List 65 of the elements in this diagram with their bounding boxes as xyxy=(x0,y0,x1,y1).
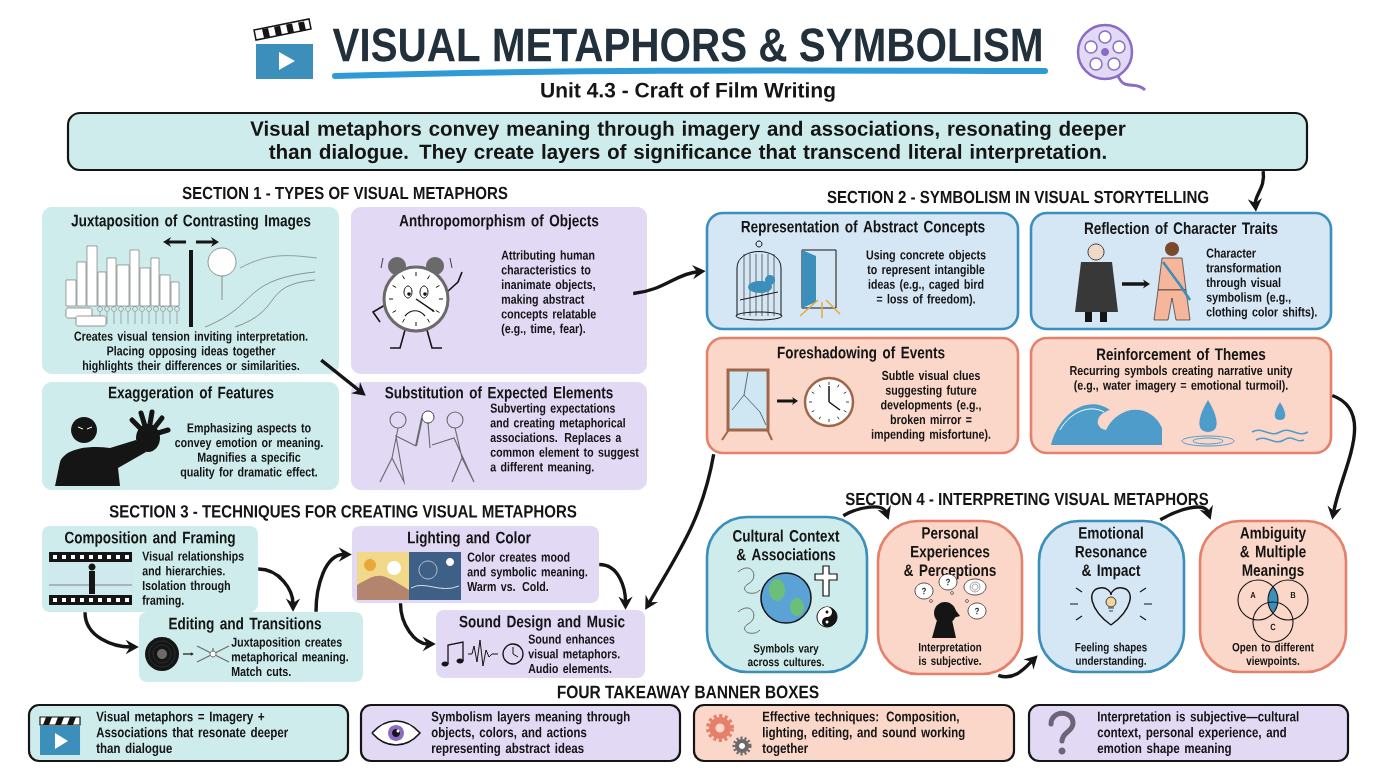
card-text: Character transformation through visual symbolism (e.g., clothing color shifts). xyxy=(1206,248,1317,320)
concept-card xyxy=(705,211,1020,331)
card-text: Open to different viewpoints. xyxy=(1232,642,1314,668)
card-title: Composition and Framing xyxy=(65,531,235,547)
banner-text: Visual metaphors = Imagery + Associations that resonate deeper than dialogue xyxy=(96,711,288,756)
card-title: Lighting and Color xyxy=(408,531,531,547)
concept-card xyxy=(876,519,1024,676)
section-heading: SECTION 4 - INTERPRETING VISUAL METAPHORS xyxy=(845,492,1209,506)
card-text: Recurring symbols creating narrative unity (e.g., water imagery = emotional turmoil). xyxy=(1070,365,1293,393)
card-title: Reflection of Character Traits xyxy=(1084,221,1278,235)
card-text: Emphasizing aspects to convey emotion or meaning. Magnifies a specific quality for dramatic effect. xyxy=(175,422,323,480)
card-title: Representation of Abstract Concepts xyxy=(741,220,985,236)
question-mark: ? xyxy=(975,607,979,615)
banner-box xyxy=(359,703,682,763)
card-text: Using concrete objects to represent intangible ideas (e.g., caged bird = loss of freedom). xyxy=(866,249,986,307)
section-heading: SECTION 3 - TECHNIQUES FOR CREATING VISUAL METAPHORS xyxy=(109,505,577,521)
set-letter: C xyxy=(1270,623,1276,631)
intro-text: Visual metaphors convey meaning through imagery and associations, resonating deeper than dialogue. They create layers of significance that transcend literal interpretation. xyxy=(250,120,1126,164)
concept-card xyxy=(351,382,647,490)
section-heading: SECTION 2 - SYMBOLISM IN VISUAL STORYTELLING xyxy=(827,190,1209,204)
card-title: Substitution of Expected Elements xyxy=(385,386,613,402)
card-title: Juxtaposition of Contrasting Images xyxy=(71,214,311,230)
card-title: Anthropomorphism of Objects xyxy=(399,214,599,230)
concept-card xyxy=(1037,519,1186,674)
card-title: Exaggeration of Features xyxy=(109,386,274,402)
card-text: Attributing human characteristics to inanimate objects, making abstract concepts relatable (e.g., time, fear). xyxy=(501,250,596,336)
concept-card xyxy=(1198,519,1348,674)
card-text: Visual relationships and hierarchies. Isolation through framing. xyxy=(142,551,244,608)
card-text: Interpretation is subjective. xyxy=(918,642,982,668)
concept-card xyxy=(139,612,363,682)
card-text: Feeling shapes understanding. xyxy=(1075,642,1147,668)
card-text: Juxtaposition creates metaphorical meaning. Match cuts. xyxy=(231,637,348,677)
title: VISUAL METAPHORS & SYMBOLISM xyxy=(332,28,1041,62)
section-heading: SECTION 1 - TYPES OF VISUAL METAPHORS xyxy=(182,186,508,200)
card-title: Emotional Resonance & Impact xyxy=(1075,526,1147,580)
question-mark: ? xyxy=(922,587,926,595)
section-heading: FOUR TAKEAWAY BANNER BOXES xyxy=(557,685,819,699)
banner-box xyxy=(27,703,350,763)
banner-box xyxy=(692,703,1016,763)
arrow xyxy=(1159,504,1213,522)
arrow xyxy=(320,358,366,396)
set-letter: B xyxy=(1290,591,1296,599)
concept-card xyxy=(351,207,647,374)
card-title: Cultural Context & Associations xyxy=(733,529,840,561)
set-letter: A xyxy=(1250,591,1256,599)
card-text: Sound enhances visual metaphors. Audio elements. xyxy=(528,634,620,674)
concept-card xyxy=(436,610,645,678)
question-mark: ? xyxy=(946,578,950,586)
arrow xyxy=(997,655,1038,679)
banner-box xyxy=(1027,703,1350,763)
card-title: Ambiguity & Multiple Meanings xyxy=(1240,526,1306,580)
banner-text: Interpretation is subjective—cultural context, personal experience, and emotion shape meaning xyxy=(1097,711,1299,756)
card-title: Foreshadowing of Events xyxy=(777,346,945,362)
card-text: Creates visual tension inviting interpretation. Placing opposing ideas together highlights their differences or similarities. xyxy=(74,331,308,373)
card-title: Personal Experiences & Perceptions xyxy=(904,526,996,580)
card-title: Reinforcement of Themes xyxy=(1097,347,1266,361)
banner-text: Effective techniques: Composition, lighting, editing, and sound working together xyxy=(762,711,965,756)
card-title: Sound Design and Music xyxy=(459,615,625,631)
card-title: Editing and Transitions xyxy=(169,617,321,633)
banner-text: Symbolism layers meaning through objects, colors, and actions representing abstract ideas xyxy=(431,711,630,756)
intro-box xyxy=(66,111,1309,172)
card-text: Symbols vary across cultures. xyxy=(747,643,824,667)
card-text: Subverting expectations and creating metaphorical associations. Replaces a common element to suggest a different meaning. xyxy=(490,403,639,475)
card-text: Color creates mood and symbolic meaning. Warm vs. Cold. xyxy=(467,552,588,592)
card-text: Subtle visual clues suggesting future developments (e.g., broken mirror = impending misfortune). xyxy=(871,370,991,442)
